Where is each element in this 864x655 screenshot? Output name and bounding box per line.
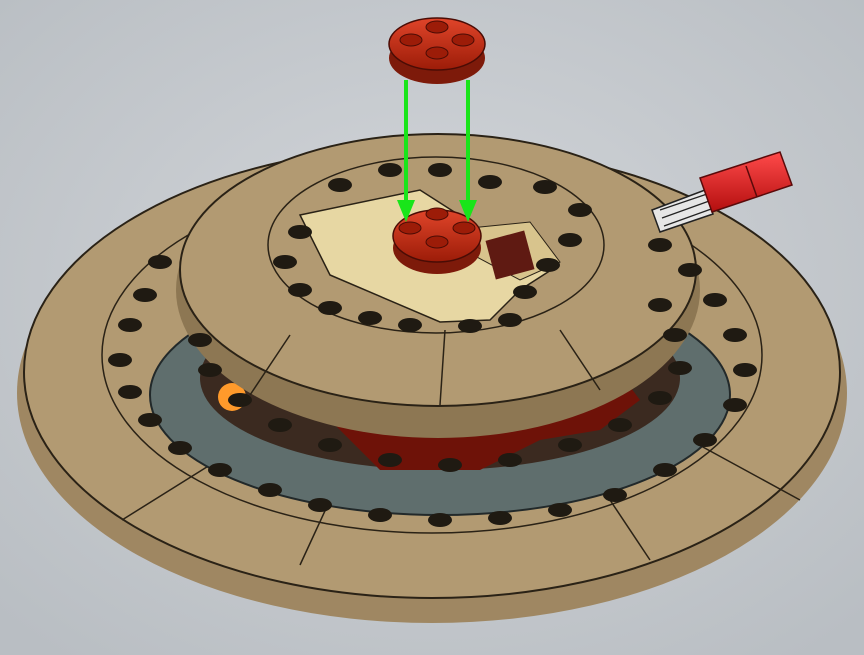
stud xyxy=(513,285,537,299)
stud xyxy=(118,318,142,332)
stud xyxy=(188,333,212,347)
stud xyxy=(438,458,462,472)
stud xyxy=(368,508,392,522)
stud xyxy=(138,413,162,427)
stud xyxy=(458,319,482,333)
stud xyxy=(693,433,717,447)
stud xyxy=(258,483,282,497)
stud xyxy=(723,328,747,342)
stud xyxy=(733,363,757,377)
stud xyxy=(663,328,687,342)
stud xyxy=(378,453,402,467)
stud xyxy=(288,283,312,297)
stud xyxy=(398,318,422,332)
stud xyxy=(228,393,252,407)
stud xyxy=(378,163,402,177)
stud xyxy=(148,255,172,269)
stud xyxy=(168,441,192,455)
stud xyxy=(428,163,452,177)
stud xyxy=(318,438,342,452)
stud xyxy=(703,293,727,307)
stud xyxy=(488,511,512,525)
stud xyxy=(648,298,672,312)
stud xyxy=(328,178,352,192)
stud xyxy=(208,463,232,477)
stud xyxy=(536,258,560,272)
stud xyxy=(558,233,582,247)
stud xyxy=(498,453,522,467)
stud xyxy=(648,391,672,405)
stud xyxy=(498,313,522,327)
stud xyxy=(428,513,452,527)
stud xyxy=(653,463,677,477)
stud xyxy=(533,180,557,194)
round-plate-2x2-icon xyxy=(389,18,485,84)
stud xyxy=(308,498,332,512)
stud xyxy=(548,503,572,517)
stud xyxy=(603,488,627,502)
stud xyxy=(358,311,382,325)
stud xyxy=(723,398,747,412)
stud xyxy=(273,255,297,269)
stud xyxy=(648,238,672,252)
stud xyxy=(118,385,142,399)
stud xyxy=(568,203,592,217)
stud xyxy=(668,361,692,375)
stud xyxy=(478,175,502,189)
stud xyxy=(108,353,132,367)
stud xyxy=(678,263,702,277)
stud xyxy=(558,438,582,452)
stud xyxy=(198,363,222,377)
stud xyxy=(318,301,342,315)
stud xyxy=(268,418,292,432)
stud xyxy=(133,288,157,302)
stud xyxy=(608,418,632,432)
stud xyxy=(288,225,312,239)
